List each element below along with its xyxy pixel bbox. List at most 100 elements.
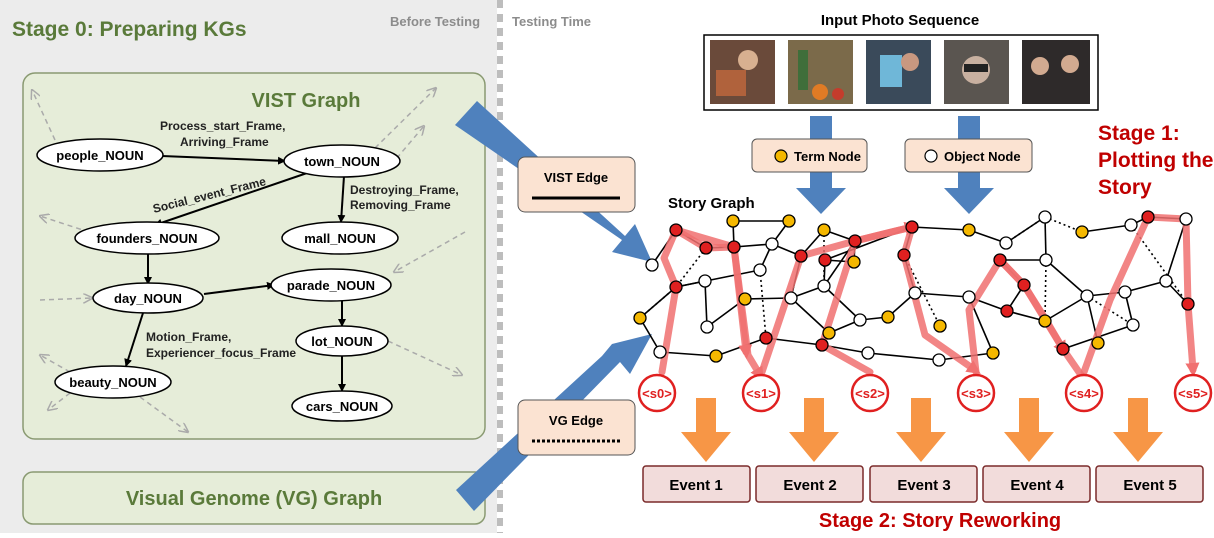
- story-start-label-5: <s5>: [1178, 386, 1208, 401]
- vist-edge-20: [1081, 224, 1132, 233]
- term-node: [933, 319, 947, 333]
- story-start-4: [1064, 373, 1104, 413]
- story-path-6: [996, 256, 1067, 355]
- story-start-label-1: <s1>: [746, 386, 776, 401]
- vist-edge-46: [715, 337, 767, 357]
- node-lot: [295, 325, 389, 357]
- story-node: [1000, 304, 1014, 318]
- vist-edge-30: [1124, 280, 1167, 293]
- node-parade: [270, 268, 392, 302]
- vist-graph-edges: [124, 155, 346, 392]
- term-node: [847, 255, 861, 269]
- story-start-label-3: <s3>: [961, 386, 991, 401]
- edge-label-arriving-2: Arriving_Frame: [180, 135, 269, 149]
- edge-label-destroying: Destroying_Frame,: [350, 183, 459, 197]
- term-node: [738, 292, 752, 306]
- node-founders: [74, 221, 220, 255]
- term-node-legend: [751, 138, 868, 173]
- edge-label-arriving: Process_start_Frame,: [160, 119, 285, 133]
- node-mall-label: mall_NOUN: [304, 231, 376, 246]
- node-founders-label: founders_NOUN: [96, 231, 197, 246]
- story-node: [759, 331, 773, 345]
- story-node: [727, 240, 741, 254]
- vist-edge-label: VIST Edge: [544, 170, 608, 185]
- node-beauty: [54, 365, 172, 399]
- object-node: [700, 320, 714, 334]
- orange-arrow-4: [1004, 398, 1054, 462]
- object-node: [1124, 218, 1138, 232]
- input-photo-title: Input Photo Sequence: [821, 12, 979, 29]
- node-day: [92, 282, 204, 314]
- node-mall: [281, 221, 399, 255]
- edge-label-experiencer: Experiencer_focus_Frame: [146, 346, 296, 360]
- vg-edge-7: [1086, 295, 1134, 326]
- object-node: [817, 279, 831, 293]
- story-node: [815, 338, 829, 352]
- vist-edge-23: [1165, 218, 1187, 282]
- node-people: [36, 138, 164, 172]
- vg-edge-4: [759, 269, 767, 339]
- story-path-2: [818, 221, 919, 376]
- story-node: [1141, 210, 1155, 224]
- term-node-label: Term Node: [794, 149, 861, 164]
- events-row: Event 1 Event 2 Event 3 Event 4 Event 5: [642, 465, 1204, 503]
- orange-arrows: [681, 398, 1163, 462]
- object-node: [1039, 253, 1053, 267]
- story-node: [1181, 297, 1195, 311]
- edge-label-removing: Removing_Frame: [350, 198, 451, 212]
- vist-edge-60: [1045, 259, 1088, 297]
- event-label-1: Event 1: [669, 477, 722, 494]
- story-node: [848, 234, 862, 248]
- vist-edge-52: [823, 285, 861, 321]
- object-node: [645, 258, 659, 272]
- object-node: [765, 237, 779, 251]
- vg-edge-5: [903, 254, 941, 327]
- object-node: [999, 236, 1013, 250]
- vist-edge-19: [1044, 216, 1047, 261]
- testing-time-label: Testing Time: [512, 14, 591, 29]
- vist-edge-57: [675, 269, 761, 288]
- object-node: [653, 345, 667, 359]
- story-node: [818, 253, 832, 267]
- vist-graph-nodes: people_NOUN town_NOUN founders_NOUN mall…: [36, 138, 401, 422]
- orange-arrow-5: [1113, 398, 1163, 462]
- node-day-label: day_NOUN: [114, 291, 182, 306]
- story-node: [897, 248, 911, 262]
- vist-edge-49: [867, 352, 940, 361]
- term-node: [633, 311, 647, 325]
- node-parade-label: parade_NOUN: [287, 278, 375, 293]
- term-node: [726, 214, 740, 228]
- vg-edge-label: VG Edge: [549, 413, 603, 428]
- vist-graph-title: VIST Graph: [252, 90, 361, 112]
- vist-edge-16: [911, 226, 970, 231]
- stage1-line3: Story: [1098, 176, 1152, 199]
- vist-edge-45: [659, 351, 717, 357]
- object-node: [932, 353, 946, 367]
- object-node-legend: [904, 138, 1033, 173]
- photo-5: [1022, 40, 1090, 104]
- vist-edge-50: [938, 352, 994, 361]
- vg-graph-title: Visual Genome (VG) Graph: [126, 488, 382, 510]
- stage0-title: Stage 0: Preparing KGs: [12, 18, 247, 41]
- story-node: [1017, 278, 1031, 292]
- story-node: [669, 223, 683, 237]
- vist-edge-43: [639, 286, 677, 319]
- story-graph-label: Story Graph: [668, 195, 755, 212]
- vg-edge-2: [675, 247, 707, 288]
- event-box-1: [642, 465, 751, 503]
- story-start-5: [1173, 373, 1213, 413]
- term-node: [817, 223, 831, 237]
- orange-arrow-1: [681, 398, 731, 462]
- story-node: [669, 280, 683, 294]
- story-start-1: [741, 373, 781, 413]
- orange-arrow-2: [789, 398, 839, 462]
- object-node: [1118, 285, 1132, 299]
- object-node-icon: [924, 149, 938, 163]
- before-testing-label: Before Testing: [390, 14, 480, 29]
- vg-edge-6: [1044, 259, 1047, 322]
- orange-arrow-3: [896, 398, 946, 462]
- event-box-5: [1095, 465, 1204, 503]
- edge-label-motion: Motion_Frame,: [146, 330, 231, 344]
